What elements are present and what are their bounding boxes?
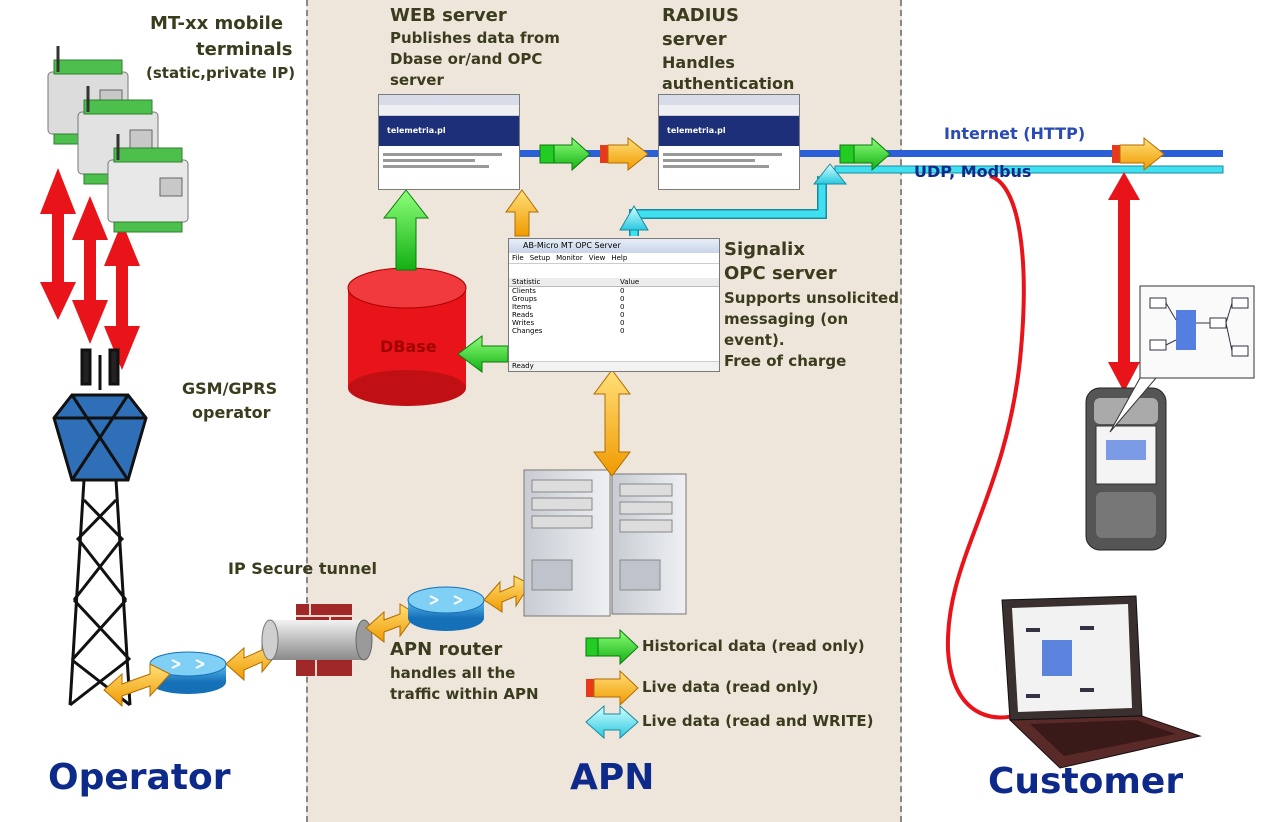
- region-apn: APN: [570, 757, 655, 798]
- arrow-apnrouter-servers: [483, 575, 531, 613]
- opc-window-title: AB-Micro MT OPC Server: [509, 239, 719, 253]
- legend-live-read-label: Live data (read only): [642, 678, 819, 696]
- region-customer: Customer: [988, 761, 1184, 802]
- arrow-opc-web: [505, 189, 539, 237]
- web-server-window: telemetria.pl: [378, 94, 520, 190]
- arrow-tower-router: [103, 663, 171, 708]
- router-title: APN router: [390, 639, 503, 660]
- terminals-line1: MT-xx mobile: [150, 13, 284, 34]
- opc-menu-help[interactable]: Help: [611, 254, 628, 262]
- opc-status-bar: Ready: [509, 361, 719, 371]
- opc-menu-setup[interactable]: Setup: [529, 254, 551, 262]
- signalix-line1: Signalix: [724, 239, 805, 260]
- arrow-web-radius-orange: [600, 136, 649, 172]
- router-line2: traffic within APN: [390, 685, 539, 703]
- laptop-icon: [1001, 595, 1202, 769]
- legend-historical-label: Historical data (read only): [642, 637, 865, 655]
- mt-terminals-icon: [47, 46, 189, 233]
- apn-router-icon: [407, 586, 485, 631]
- arrow-servers-opc: [593, 369, 631, 477]
- internet-label: Internet (HTTP): [944, 124, 1086, 143]
- arrow-cyan-top: [812, 163, 848, 185]
- signalix-line3: Supports unsolicited: [724, 289, 899, 307]
- legend-live-rw-label: Live data (read and WRITE): [642, 712, 874, 730]
- radius-line1: RADIUS: [662, 5, 740, 26]
- opc-menu-file[interactable]: File: [512, 254, 524, 262]
- signalix-line4: messaging (on: [724, 310, 849, 328]
- udp-label: UDP, Modbus: [914, 162, 1032, 181]
- opc-col-value: Value: [620, 278, 640, 286]
- arrow-dbase-web: [382, 189, 430, 271]
- signalix-line6: Free of charge: [724, 352, 847, 370]
- opc-menu-monitor[interactable]: Monitor: [556, 254, 583, 262]
- web-title: WEB server: [390, 5, 507, 26]
- scada-callout-icon: [1109, 285, 1255, 433]
- legend-live-read-icon: [586, 669, 639, 707]
- legend-historical-icon: [585, 628, 639, 666]
- legend-live-rw-icon: [585, 704, 639, 740]
- gsm-tower-icon: [52, 348, 148, 707]
- gsm-line1: GSM/GPRS: [182, 379, 278, 398]
- tunnel-label: IP Secure tunnel: [228, 559, 377, 578]
- radius-server-brand: telemetria.pl: [659, 116, 799, 146]
- radius-server-window: telemetria.pl: [658, 94, 800, 190]
- arrow-internet-phone: [1108, 172, 1140, 392]
- server-towers-icon: [523, 469, 687, 617]
- radius-line4: authentication: [662, 74, 795, 93]
- region-operator: Operator: [48, 757, 231, 798]
- terminals-line3: (static,private IP): [146, 64, 296, 82]
- router-line1: handles all the: [390, 664, 516, 682]
- web-line2: Dbase or/and OPC: [390, 50, 543, 68]
- web-line1: Publishes data from: [390, 29, 560, 47]
- arrow-internet-orange: [1112, 136, 1165, 172]
- radius-line3: Handles: [662, 53, 735, 72]
- opc-menu-bar: File Setup Monitor View Help: [509, 253, 719, 264]
- opc-menu-view[interactable]: View: [588, 254, 606, 262]
- arrow-web-radius-green: [539, 136, 591, 172]
- operator-router-icon: [149, 651, 227, 694]
- gsm-line2: operator: [192, 403, 271, 422]
- pda-phone-icon: [1085, 387, 1167, 551]
- arrow-radius-internet-green: [839, 136, 891, 172]
- wireless-arrows: [40, 168, 140, 370]
- dbase-icon: [347, 267, 467, 406]
- web-line3: server: [390, 71, 444, 89]
- opc-col-statistic: Statistic: [512, 278, 541, 286]
- web-server-brand: telemetria.pl: [379, 116, 519, 146]
- red-cable-laptop: [945, 174, 1042, 720]
- dbase-label: DBase: [380, 337, 437, 356]
- secure-tunnel-icon: [261, 604, 373, 676]
- signalix-line5: event).: [724, 331, 785, 349]
- radius-line2: server: [662, 29, 727, 50]
- terminals-line2: terminals: [196, 39, 293, 60]
- signalix-line2: OPC server: [724, 263, 837, 284]
